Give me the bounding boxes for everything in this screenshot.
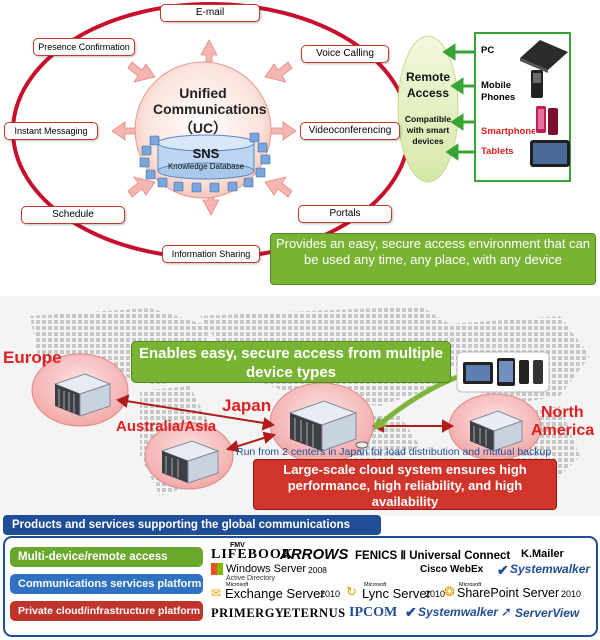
sns-title: SNS <box>192 146 220 161</box>
logo-sharepoint: SharePoint Server <box>457 586 560 600</box>
device-mobile: Mobile Phones <box>481 80 516 103</box>
uc-abbr: （UC） <box>178 120 228 136</box>
logo-ms1: Microsoft <box>226 582 249 588</box>
device-access-arrow <box>378 373 461 426</box>
region-japan: Japan <box>222 396 272 415</box>
logo-eternus: ETERNUS <box>283 606 346 620</box>
lync-icon: ↻ <box>346 584 357 599</box>
sharepoint-icon: ❂ <box>444 584 455 599</box>
logo-lifebook: LIFEBOOK <box>211 547 294 562</box>
device-smartphone: Smartphones <box>481 126 535 137</box>
region-america: America <box>531 422 595 439</box>
service-info: Information Sharing <box>162 245 260 263</box>
logo-systemwalker-2: Systemwalker <box>418 605 499 619</box>
service-portals: Portals <box>298 205 392 223</box>
user-icons <box>139 132 271 193</box>
logo-exchange-year: 2010 <box>320 589 341 599</box>
products-header: Products and services supporting the glo… <box>3 515 381 551</box>
logo-ms3: Microsoft <box>459 582 482 588</box>
multi-device-icon <box>456 351 550 393</box>
logo-systemwalker-1: Systemwalker <box>510 562 591 576</box>
device-arrows <box>442 43 475 161</box>
logo-primergy: PRIMERGY <box>211 606 285 620</box>
logo-exchange: Exchange Server <box>225 586 325 601</box>
service-im: Instant Messaging <box>4 122 98 140</box>
smartphone-icon <box>536 106 558 135</box>
datacenter-building-icons <box>53 373 524 484</box>
logo-lync-year: 2010 <box>425 589 446 599</box>
map-note: Run from 2 centers in Japan for load dis… <box>236 446 552 458</box>
service-video: Videoconferencing <box>300 122 400 140</box>
device-tablet: Tablets <box>481 146 514 157</box>
tablet-icon <box>530 140 570 167</box>
remote-access-title-1: Remote <box>405 70 450 84</box>
logo-kmailer: K.Mailer <box>521 548 564 560</box>
top-caption: Provides an easy, secure access environm… <box>270 233 596 285</box>
pc-icon <box>520 40 568 73</box>
logo-windows: Windows Server <box>226 563 307 575</box>
windows-icon <box>211 563 223 575</box>
logo-arrows: ARROWS <box>280 546 349 563</box>
remote-access-title-2: Access <box>406 86 450 100</box>
exchange-icon: ✉ <box>211 586 222 600</box>
device-pc: PC <box>481 45 495 56</box>
uc-diagram <box>11 2 571 260</box>
sns-subtitle: Knowledge Database <box>167 162 245 171</box>
region-europe: Europe <box>3 348 62 367</box>
logo-ms2: Microsoft <box>364 582 387 588</box>
logo-fenics: FENICS Ⅱ Universal Connect <box>355 550 511 562</box>
logo-lync: Lync Server <box>362 586 431 601</box>
logo-fmv: FMV <box>230 542 245 549</box>
logo-ad: Active Directory <box>226 575 276 582</box>
category-private-cloud: Private cloud/infrastructure platform <box>10 601 203 621</box>
category-multidevice: Multi-device/remote access <box>10 547 203 567</box>
service-voice: Voice Calling <box>301 45 389 63</box>
region-north: North <box>541 404 584 421</box>
systemwalker-icon-1: ✔ <box>497 562 509 578</box>
logo-ipcom: IPCOM <box>349 605 398 620</box>
logo-webex: Cisco WebEx <box>420 564 484 575</box>
service-presence: Presence Confirmation <box>33 38 135 56</box>
map-banner: Enables easy, secure access from multipl… <box>131 341 451 383</box>
sns-database-icon <box>157 134 255 180</box>
service-email: E-mail <box>160 4 260 22</box>
cloud-box: Large-scale cloud system ensures high pe… <box>253 459 557 510</box>
mobile-phone-icon <box>531 70 543 98</box>
service-arrows <box>111 39 297 216</box>
region-australia: Australia/Asia <box>116 418 217 435</box>
logo-sharepoint-year: 2010 <box>561 589 582 599</box>
remote-access-oval <box>397 35 459 183</box>
uc-title: Unified Communications <box>153 85 267 117</box>
logo-serverview: ServerView <box>515 606 580 620</box>
service-schedule: Schedule <box>21 206 125 224</box>
serverview-icon: ➚ <box>501 604 512 619</box>
category-communications: Communications services platform <box>10 574 203 594</box>
logo-windows-year: 2008 <box>308 565 327 575</box>
remote-compat: Compatible with smart devices <box>404 114 452 146</box>
systemwalker-icon-2: ✔ <box>405 604 417 620</box>
